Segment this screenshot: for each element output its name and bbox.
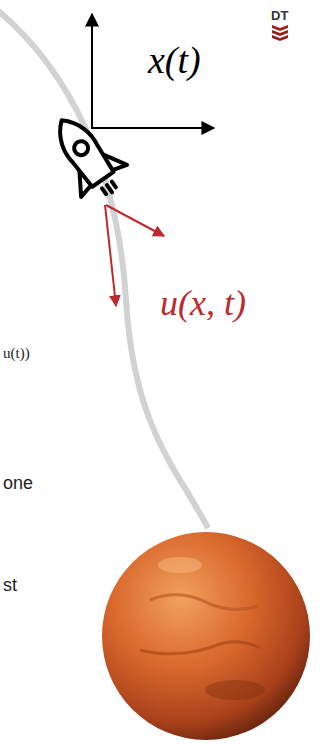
state-label: x(t) — [148, 40, 201, 82]
mars-planet — [102, 532, 310, 740]
rocket-icon — [39, 104, 135, 208]
control-label: u(x, t) — [160, 284, 246, 324]
coordinate-axes — [91, 14, 214, 128]
logo-text: DT — [271, 9, 288, 23]
text-fragment: st — [3, 576, 17, 596]
logo-mark — [272, 25, 288, 41]
text-fragment: u(t)) — [3, 345, 30, 362]
control-arrows — [105, 205, 164, 306]
trajectory-line — [0, 8, 208, 528]
text-fragment: one — [3, 474, 33, 494]
